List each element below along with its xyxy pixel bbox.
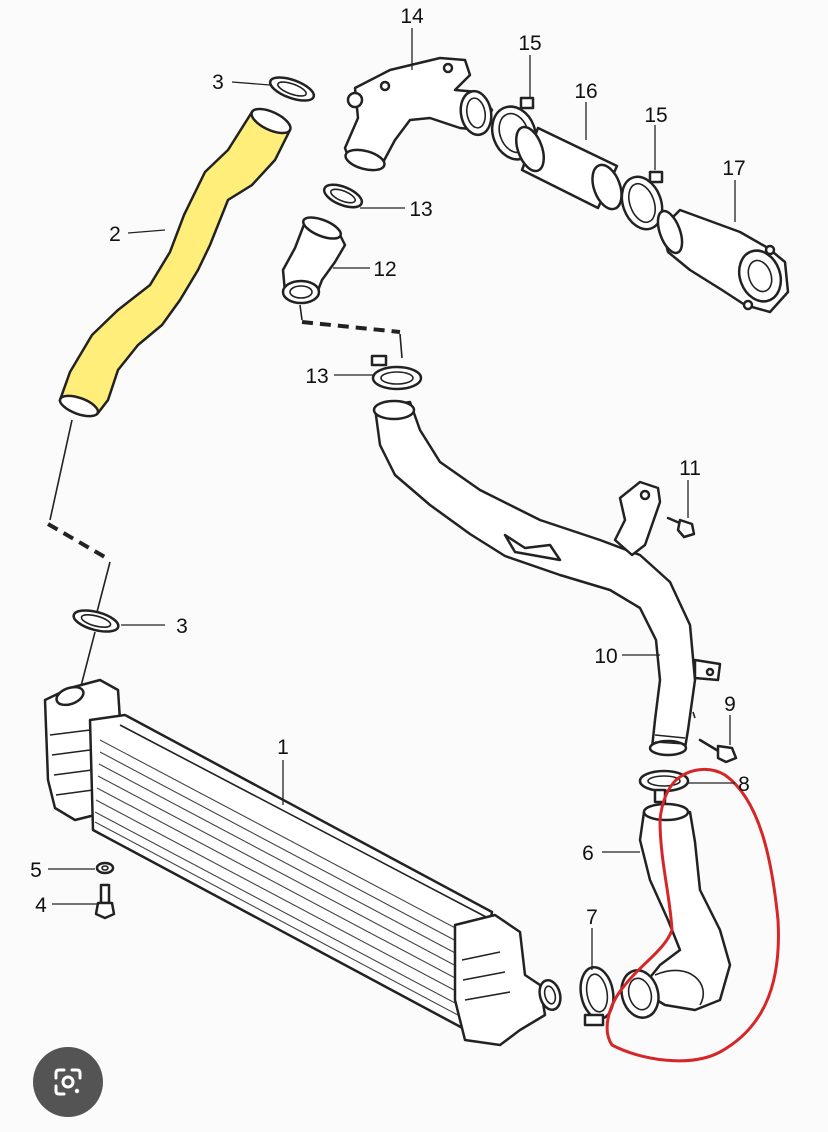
part-6-hose (620, 802, 732, 1019)
part-3-clamp-lower (72, 609, 120, 633)
part-5-washer (95, 861, 115, 875)
callout-labels: 3 2 3 1 5 4 6 7 8 9 10 11 12 13 13 14 15… (30, 5, 750, 929)
part-14-elbow-pipe (343, 56, 494, 172)
callout-17: 17 (722, 157, 745, 180)
part-4-bolt (94, 883, 116, 920)
part-17-flange-pipe (656, 208, 790, 314)
callout-12: 12 (373, 258, 396, 281)
callout-14: 14 (400, 5, 424, 28)
part-10-charge-pipe (372, 399, 722, 757)
callout-15-left: 15 (518, 32, 541, 55)
part-11-bracket (613, 480, 662, 557)
callout-3-upper: 3 (212, 71, 224, 94)
part-11-bolt (666, 516, 696, 539)
part-13-clamp-lower (370, 354, 423, 391)
callout-9: 9 (724, 693, 736, 716)
callout-13-lower: 13 (305, 365, 328, 388)
lens-search-button[interactable] (33, 1047, 103, 1117)
part-16-sleeve (515, 125, 623, 211)
callout-10: 10 (594, 645, 617, 668)
callout-5: 5 (30, 859, 42, 882)
part-12-small-hose (281, 216, 347, 305)
part-1-intercooler (43, 678, 562, 1047)
part-3-clamp-upper (268, 76, 316, 102)
callout-7: 7 (586, 906, 598, 929)
callout-15-right: 15 (644, 104, 667, 127)
callout-1: 1 (277, 736, 289, 759)
part-7-clamp (579, 965, 615, 1027)
part-8-clamp (638, 769, 690, 804)
part-15-clamp-right (620, 170, 664, 231)
callout-2: 2 (109, 223, 121, 246)
part-9-bolt (692, 711, 738, 764)
callout-4: 4 (35, 894, 47, 917)
callout-13-upper: 13 (409, 198, 432, 221)
callout-3-lower: 3 (176, 615, 188, 638)
callout-8: 8 (738, 773, 750, 796)
google-lens-icon (54, 1068, 82, 1096)
callout-16: 16 (574, 80, 597, 103)
red-circle-annotation (605, 767, 780, 1063)
callout-6: 6 (582, 842, 594, 865)
callout-11: 11 (679, 457, 701, 480)
part-2-hose-highlighted (58, 107, 292, 418)
part-13-clamp-upper (322, 183, 364, 209)
leader-lines (48, 28, 736, 970)
